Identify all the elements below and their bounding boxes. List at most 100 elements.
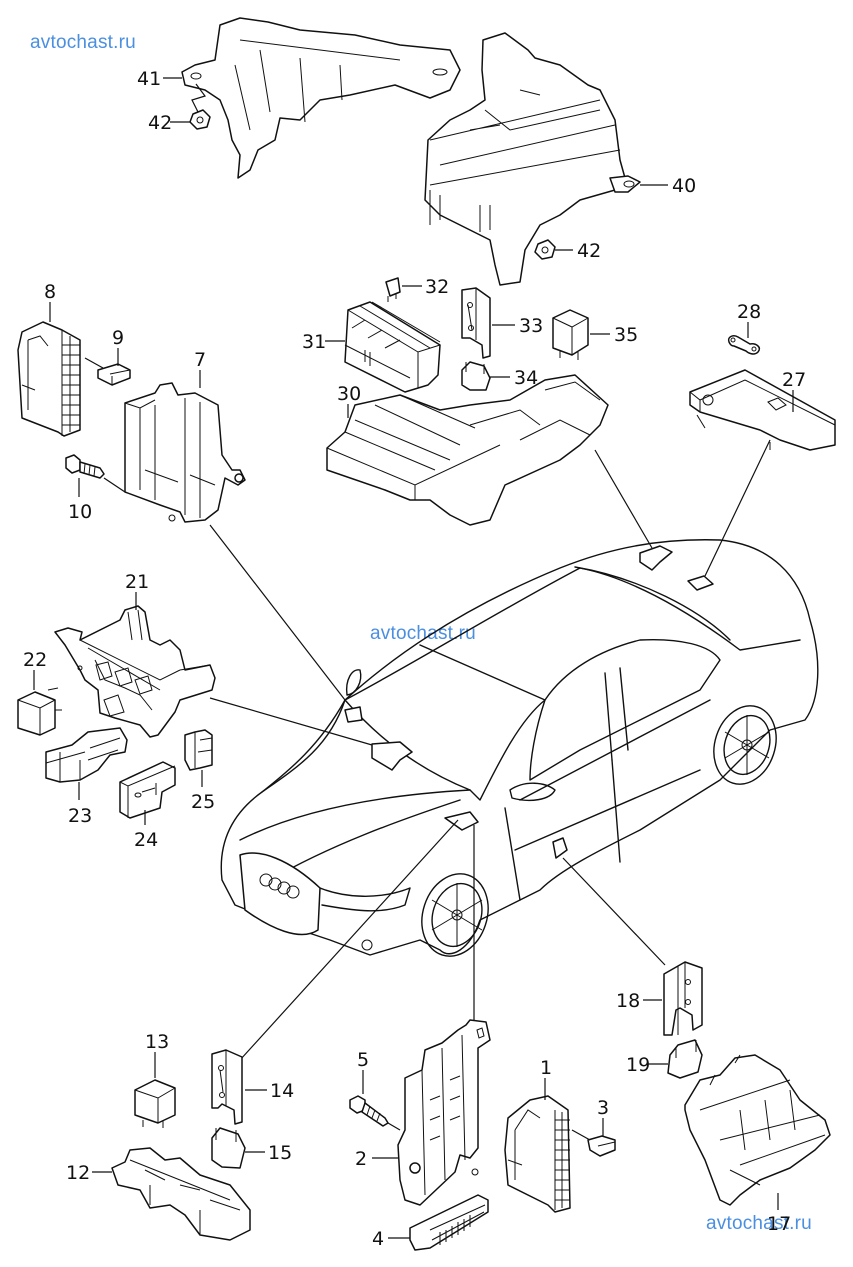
car-side-windows — [529, 638, 721, 781]
part-34-fuse — [461, 361, 491, 391]
callout-15: 15 — [268, 1142, 292, 1164]
callout-18: 18 — [616, 990, 640, 1012]
leader-21-to-car — [209, 697, 373, 746]
part-32-fuse — [385, 277, 401, 302]
leader-7-to-car — [209, 524, 346, 701]
callout-33: 33 — [519, 315, 543, 337]
leader-1-to-3 — [571, 1129, 591, 1141]
leader-lines-to-car — [209, 439, 771, 1061]
callout-14: 14 — [270, 1080, 294, 1102]
callout-30: 30 — [337, 383, 361, 405]
part-17-fuse-box — [684, 1054, 831, 1206]
car-mirror-left — [345, 669, 362, 696]
part-4-clip — [409, 1194, 489, 1251]
callout-24: 24 — [134, 829, 158, 851]
rear-wheel — [713, 705, 777, 785]
location-marker-roof-rear — [687, 575, 714, 591]
callout-27: 27 — [782, 369, 806, 391]
watermark-top-left: avtochast.ru — [30, 32, 136, 53]
leader-8-to-9 — [84, 357, 104, 369]
part-7-fuse-holder — [124, 382, 246, 523]
leader-10-to-7 — [103, 477, 126, 493]
location-marker-hood — [371, 741, 413, 771]
callout-5: 5 — [357, 1049, 369, 1071]
part-31-fuse-box-cover — [344, 301, 441, 393]
leader-18-to-car — [562, 857, 666, 966]
callout-34: 34 — [514, 367, 538, 389]
callout-42-right: 42 — [577, 240, 601, 262]
part-40-fuse-box-carrier — [424, 32, 641, 286]
callout-42-top: 42 — [148, 112, 172, 134]
part-42-nut-top — [189, 109, 211, 130]
leader-41-to-42 — [191, 83, 206, 113]
leader-5-to-2 — [387, 1122, 401, 1131]
car-roof — [344, 567, 801, 701]
callout-3: 3 — [597, 1097, 609, 1119]
callout-1: 1 — [540, 1057, 552, 1079]
car-windshield — [344, 644, 546, 801]
car-doors — [504, 699, 711, 901]
part-41-bracket — [181, 17, 461, 179]
callout-41: 41 — [137, 68, 161, 90]
part-3-fuse — [587, 1135, 616, 1157]
part-5-bolt — [349, 1095, 389, 1127]
part-21-relay-carrier — [54, 605, 216, 738]
part-24-fuse-holder — [119, 761, 176, 819]
location-marker-sill — [552, 837, 568, 859]
part-14-fuse-holder — [211, 1049, 243, 1125]
callout-23: 23 — [68, 805, 92, 827]
car-illustration — [220, 539, 819, 957]
part-22-relay — [17, 687, 62, 736]
leader-14-to-car — [239, 819, 459, 1061]
car-hood — [239, 699, 471, 881]
part-1-fuse-box-cover — [504, 1095, 571, 1213]
callout-13: 13 — [145, 1031, 169, 1053]
watermark-center: avtochast.ru — [370, 623, 476, 644]
part-23-relay-base — [45, 727, 128, 783]
callout-8: 8 — [44, 281, 56, 303]
part-28-link — [727, 335, 761, 355]
callout-2: 2 — [355, 1148, 367, 1170]
callout-25: 25 — [191, 791, 215, 813]
car-b-pillar — [604, 667, 629, 761]
car-mirror — [509, 782, 556, 802]
callout-7: 7 — [194, 349, 206, 371]
leader-27-to-car — [704, 439, 771, 577]
part-8-fuse-box-cover — [17, 321, 81, 437]
part-33-fuse-holder — [461, 287, 491, 359]
callout-10: 10 — [68, 501, 92, 523]
part-13-relay — [134, 1079, 176, 1128]
watermark-bottom-right: avtochast.ru — [706, 1213, 812, 1234]
callout-32: 32 — [425, 276, 449, 298]
callout-9: 9 — [112, 327, 124, 349]
car-headlight — [319, 887, 411, 912]
part-42-nut-right — [534, 239, 556, 260]
callout-labels: 41 42 40 42 32 31 33 35 34 30 28 27 8 9 … — [23, 68, 806, 1250]
callout-35: 35 — [614, 324, 638, 346]
leader-30-to-car — [594, 449, 653, 549]
audi-rings-logo — [259, 873, 300, 899]
part-18-fuse-holder — [663, 961, 703, 1036]
part-35-relay — [552, 309, 589, 360]
car-roof-rail — [574, 566, 731, 641]
part-12-relay-carrier — [111, 1147, 251, 1241]
car-grille — [239, 852, 321, 936]
part-30-relay-carrier — [326, 374, 609, 526]
part-19-fuse — [667, 1039, 703, 1079]
part-27-battery-fuse-box — [689, 369, 836, 451]
callout-ticks — [33, 77, 794, 1239]
part-9-fuse — [97, 363, 131, 386]
location-marker-a-pillar — [344, 706, 363, 723]
callout-31: 31 — [302, 331, 326, 353]
part-10-bolt — [65, 454, 105, 479]
callout-12: 12 — [66, 1162, 90, 1184]
car-body-outline — [220, 539, 819, 956]
callout-4: 4 — [372, 1228, 384, 1250]
callout-28: 28 — [737, 301, 761, 323]
callout-21: 21 — [125, 571, 149, 593]
front-wheel — [421, 873, 489, 957]
car-foglight — [361, 939, 373, 951]
callout-22: 22 — [23, 649, 47, 671]
